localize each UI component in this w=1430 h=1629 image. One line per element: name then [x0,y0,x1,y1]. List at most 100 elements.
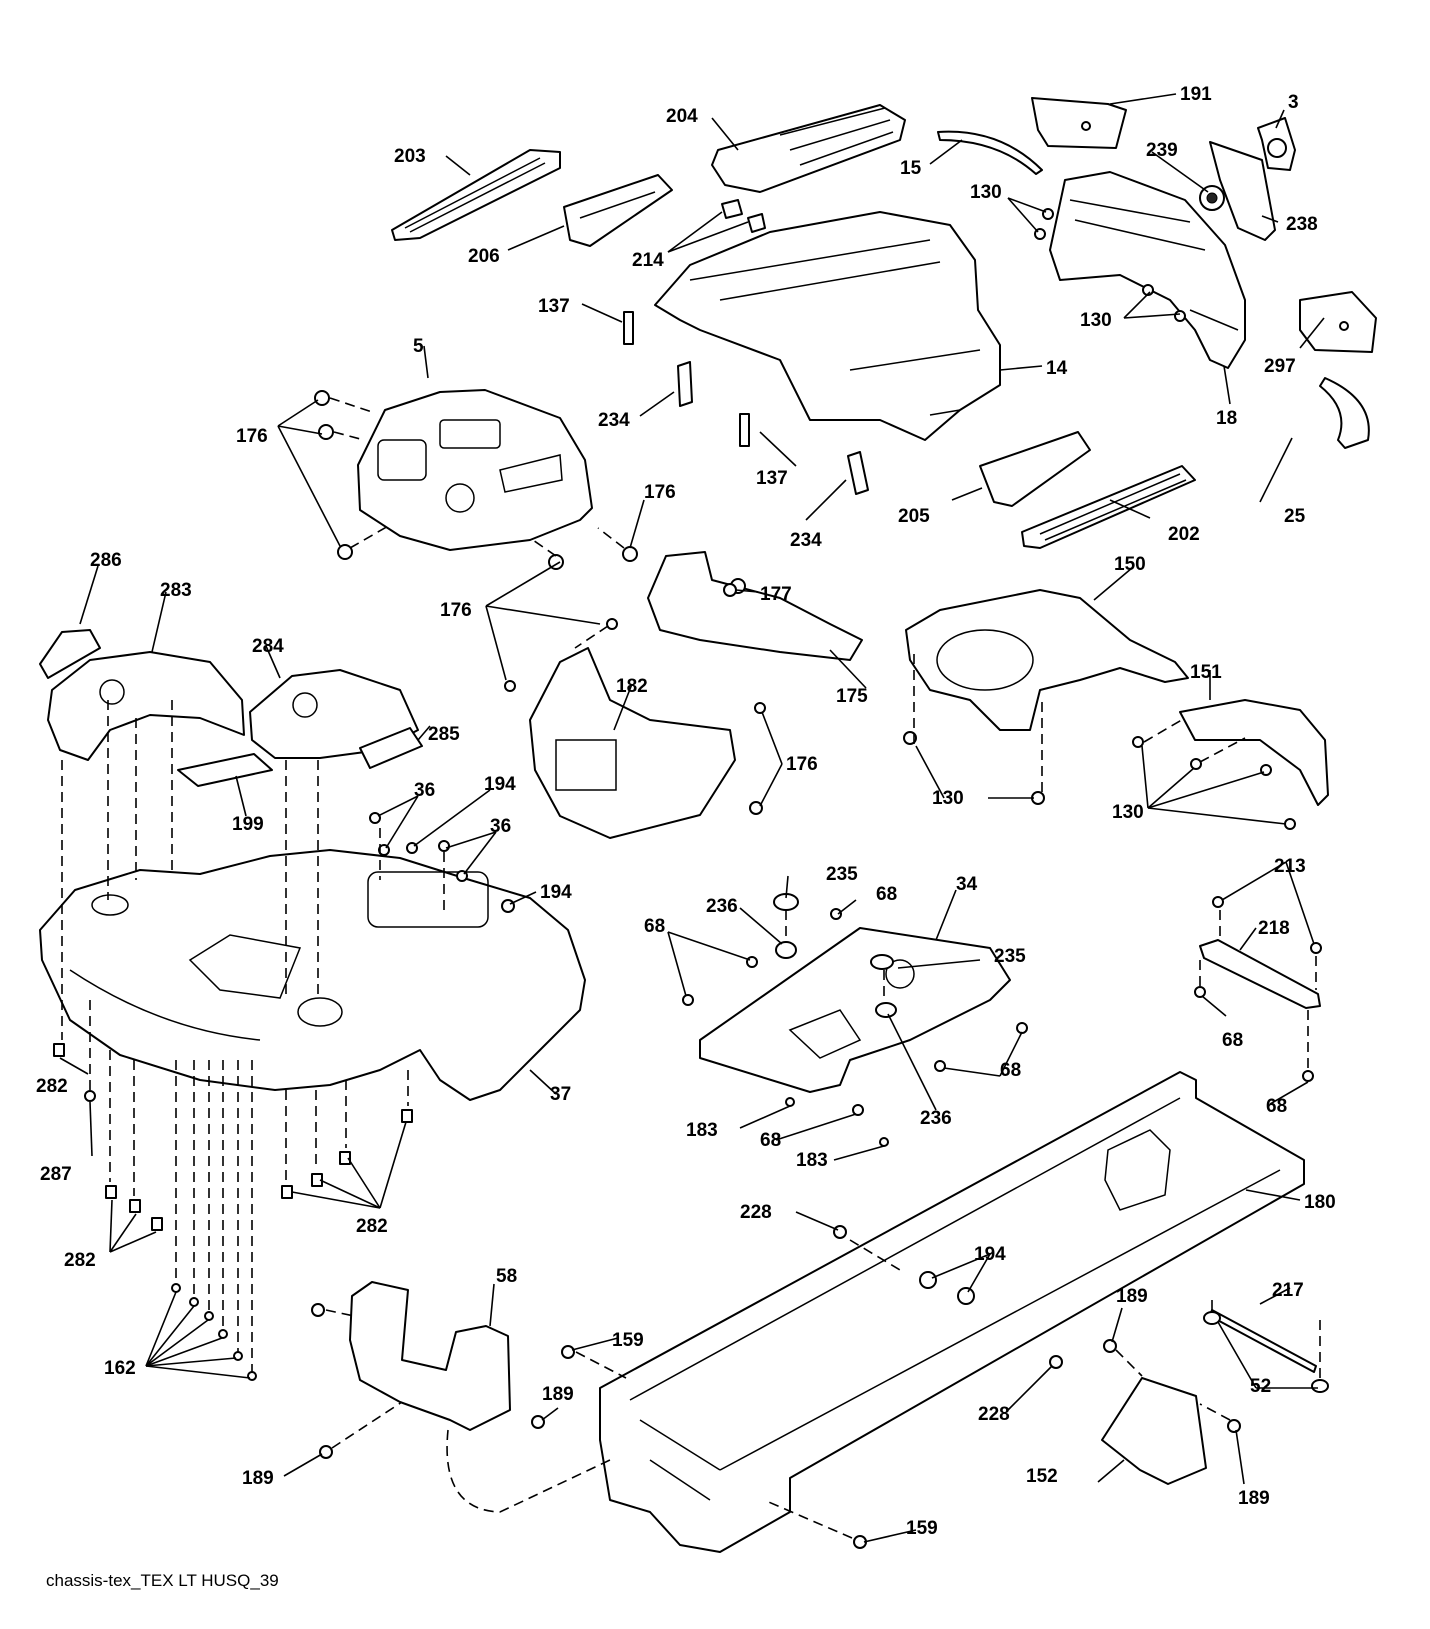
callout-label: 189 [542,1384,574,1405]
callout-label: 297 [1264,356,1296,377]
part-183-bolts [785,1097,889,1147]
callout-label: 25 [1284,506,1306,527]
part-214-clips [721,199,766,233]
callout-label: 14 [1046,358,1068,379]
part-159-bolts [561,1345,867,1549]
callout-label: 137 [756,468,788,489]
part-203-side-grille [391,149,561,241]
part-36-194-hardware [369,812,515,913]
callout-labels: 3 5 14 15 18 25 34 36 36 37 52 58 68 68 … [36,84,1336,1539]
part-191-pad [1031,97,1127,149]
callout-label: 68 [760,1130,781,1151]
callout-label: 205 [898,506,930,527]
callout-label: 183 [796,1150,828,1171]
part-202-lower-grille [1021,465,1196,549]
callout-label: 234 [598,410,630,431]
callout-label: 189 [1238,1488,1270,1509]
leader-lines [59,93,1325,1543]
callout-label: 36 [414,780,435,801]
callout-label: 286 [90,550,122,571]
callout-label: 284 [252,636,284,657]
part-15-trim-strip [937,130,1043,175]
callout-label: 68 [876,884,897,905]
part-180-frame [599,1071,1305,1553]
callout-label: 282 [36,1076,68,1097]
part-182-lower-panel [529,647,736,839]
part-297-pad [1299,291,1377,353]
part-218-bracket [1199,896,1322,1009]
part-194-nuts [919,1271,975,1305]
callout-label: 206 [468,246,500,267]
callout-label: 236 [706,896,738,917]
callout-label: 130 [932,788,964,809]
callout-label: 58 [496,1266,517,1287]
callout-label: 182 [616,676,648,697]
callout-label: 3 [1288,92,1299,113]
callout-label: 15 [900,158,922,179]
callout-label: 194 [974,1244,1006,1265]
part-217-rod [1203,1309,1329,1393]
callout-label: 68 [1222,1030,1243,1051]
callout-label: 68 [1266,1096,1287,1117]
callout-label: 151 [1190,662,1222,683]
callout-label: 189 [242,1468,274,1489]
callout-label: 68 [644,916,665,937]
part-37-main-body [39,849,586,1101]
callout-label: 5 [413,336,424,357]
part-3-emblem [1257,117,1296,171]
callout-label: 176 [236,426,268,447]
part-235-236-spacers [773,893,897,1018]
callout-label: 68 [1000,1060,1021,1081]
callout-label: 18 [1216,408,1237,429]
callout-label: 194 [484,774,516,795]
part-18-front-grille [1049,171,1246,369]
part-205-lower-bracket [979,431,1091,507]
part-282-clips [53,1043,413,1231]
part-286-trim [39,629,101,679]
callout-label: 234 [790,530,822,551]
callout-label: 52 [1250,1376,1271,1397]
part-285-trim [359,727,423,769]
callout-label: 228 [978,1404,1010,1425]
callout-label: 199 [232,814,264,835]
part-34-mounting-plate [699,927,1011,1093]
callout-label: 183 [686,1120,718,1141]
callout-label: 287 [40,1164,72,1185]
assembly-lines [61,397,1321,1539]
callout-label: 130 [1112,802,1144,823]
callout-label: 159 [612,1330,644,1351]
callout-label: 194 [540,882,572,903]
part-68-bolts [682,908,1314,1116]
callout-label: 176 [440,600,472,621]
part-150-footrest-panel [905,589,1189,731]
callout-label: 235 [826,864,858,885]
part-58-bracket [349,1281,511,1431]
part-199-plate [177,753,273,787]
callout-label: 202 [1168,524,1200,545]
callout-label: 217 [1272,1280,1304,1301]
callout-label: 130 [970,182,1002,203]
callout-label: 282 [64,1250,96,1271]
callout-label: 180 [1304,1192,1336,1213]
part-152-plate [1101,1377,1207,1485]
callout-label: 176 [644,482,676,503]
part-5-dash-panel [357,389,593,551]
callout-label: 152 [1026,1466,1058,1487]
part-206-bracket [563,174,673,247]
part-238-cover [1209,141,1276,241]
part-25-strip [1319,377,1370,449]
callout-label: 37 [550,1084,571,1105]
part-137-strips [623,311,750,447]
part-283-fender-cover [47,651,245,761]
callout-label: 204 [666,106,698,127]
diagram-caption: chassis-tex_TEX LT HUSQ_39 [46,1571,279,1590]
callout-label: 175 [836,686,868,707]
callout-label: 203 [394,146,426,167]
callout-label: 285 [428,724,460,745]
part-239-badge [1199,185,1225,211]
callout-label: 162 [104,1358,136,1379]
part-234-pads [677,361,869,495]
part-189-bolts [311,1303,1241,1459]
callout-label: 159 [906,1518,938,1539]
